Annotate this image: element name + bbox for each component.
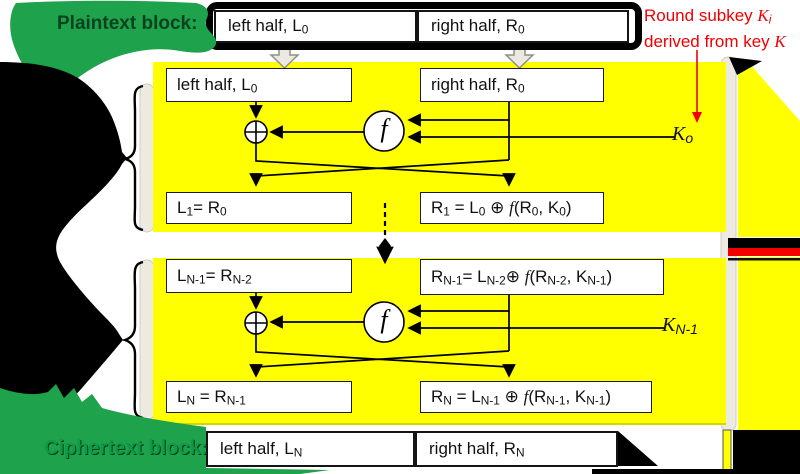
round1-subkey-text: Ko [672,123,694,147]
round1-left-output-label: L1= R0 [177,197,227,219]
subkey-note-line2: derived from key K [644,31,786,51]
round2-subkey-label: KN-1 [662,314,698,337]
round2-left-input-label: LN-1= RN-2 [177,265,252,287]
panel-edge-line [153,423,726,425]
f-function-circle-round2 [363,301,405,343]
subkey-note-line1: Round subkey Ki [644,6,772,27]
round1-left-input-box: left half, L0 [166,68,352,102]
plaintext-block-label: Plaintext block: [57,13,198,34]
bottom-bar-left-half-cell: left half, LN [206,431,415,467]
round1-left-output-box: L1= R0 [166,192,352,224]
bottom-bar-right-half-label: right half, RN [429,438,525,460]
red-stripe [728,248,800,256]
bottom-bar-right-half-cell: right half, RN [415,431,618,467]
right-yellow-remnant-top [738,62,800,237]
round1-left-input-label: left half, L0 [177,74,258,96]
round2-left-output-label: LN = RN-1 [177,386,246,408]
bottom-right-black-block [733,430,800,474]
round2-subkey-text: KN-1 [662,314,698,338]
round2-left-output-box: LN = RN-1 [166,381,352,413]
left-black-blob [0,62,127,429]
rounds-continuation-dashed [376,203,394,265]
ciphertext-block-label: Ciphertext block: [44,437,208,459]
round2-brace [121,260,144,420]
top-bar-left-half-label: left half, L0 [228,16,309,37]
round1-right-input-box: right half, R0 [420,68,604,102]
ciphertext-green-blob-2 [0,425,206,474]
round2-f-label: f [380,305,388,334]
round2-right-input-label: RN-1= LN-2⊕ f(RN-2, KN-1) [431,266,613,288]
round1-f-label: f [380,114,388,143]
round1-right-input-label: right half, R0 [431,74,525,96]
black-stripe [728,238,800,248]
f-function-circle-round1 [363,110,405,152]
bottom-bar-left-half-label: left half, LN [220,438,303,460]
top-bar-left-half-cell: left half, L0 [214,10,417,43]
round2-right-output-label: RN = LN-1 ⊕ f(RN-1, KN-1) [431,386,612,408]
round2-right-output-box: RN = LN-1 ⊕ f(RN-1, KN-1) [420,381,652,413]
top-bar-right-half-cell: right half, R0 [417,10,629,43]
round1-subkey-label: Ko [672,123,693,146]
top-bar-right-half-label: right half, R0 [431,16,525,37]
bottom-black-strip [592,469,800,474]
bottom-bar-right-wedge [618,431,658,466]
thin-stripe [728,258,800,261]
round1-right-output-box: R1 = L0 ⊕ f(R0, K0) [420,192,604,224]
subkey-note: Round subkey Ki derived from key K [644,5,786,52]
right-yellow-remnant-bottom [738,257,800,430]
subkey-red-arrow [692,50,702,123]
right-black-corner [729,57,762,75]
round2-right-input-box: RN-1= LN-2⊕ f(RN-2, KN-1) [420,259,664,295]
round2-wires [249,293,664,378]
xor-icon-round1 [244,120,268,144]
xor-icon-round2 [244,311,268,335]
round2-left-input-box: LN-1= RN-2 [166,259,352,293]
round1-wires [249,102,674,187]
yellow-edge-strip [722,429,732,474]
round1-right-output-label: R1 = L0 ⊕ f(R0, K0) [431,197,572,219]
